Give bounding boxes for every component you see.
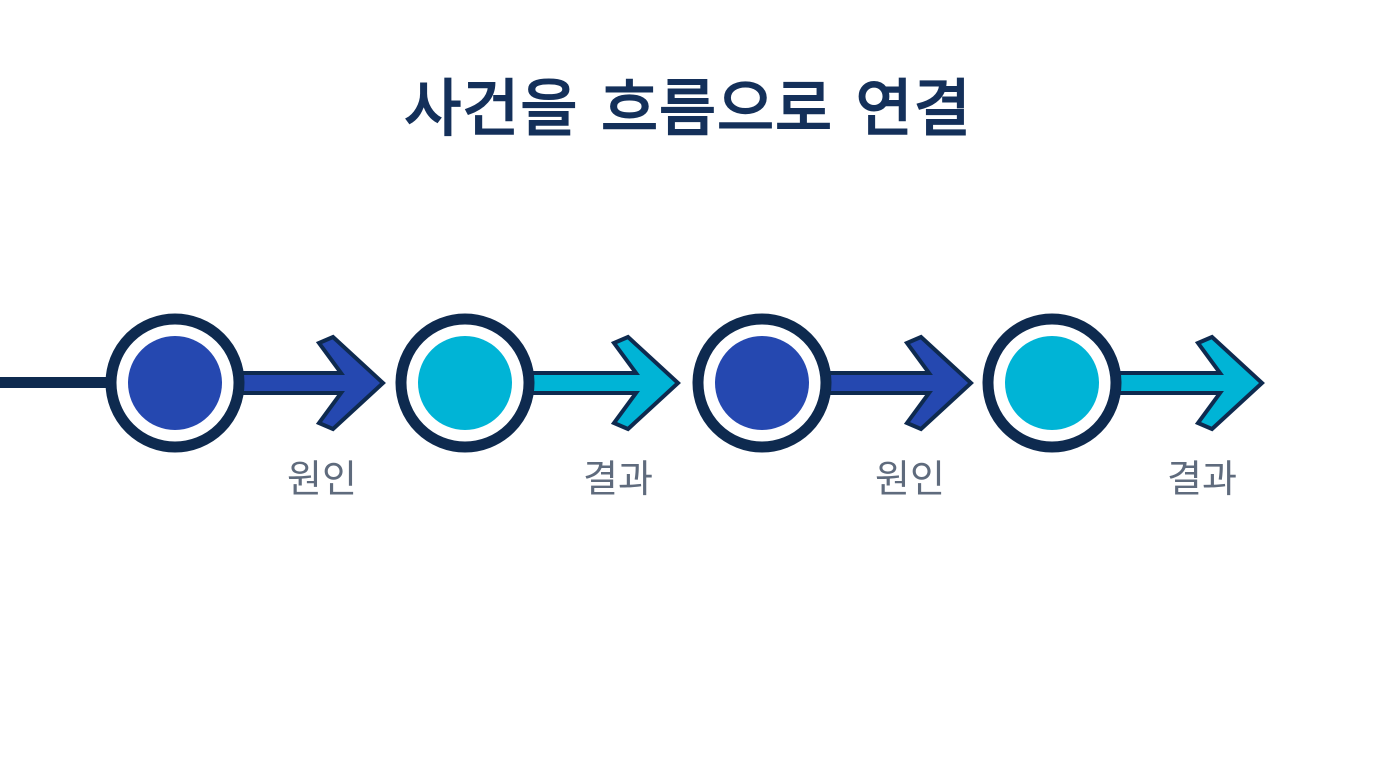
flow-arrow: [529, 334, 681, 432]
flow-arrow: [1116, 334, 1265, 432]
flow-step: 원인: [692, 313, 974, 501]
node-dot: [715, 336, 809, 430]
step-label: 결과: [1167, 457, 1237, 501]
flow-step: 결과: [982, 313, 1265, 501]
flow-arrow: [826, 334, 974, 432]
step-label: 원인: [287, 457, 357, 501]
node-dot: [128, 336, 222, 430]
lead-in-line: [0, 377, 112, 388]
flow-arrow: [239, 334, 386, 432]
step-label: 결과: [583, 457, 653, 501]
page-title: 사건을 흐름으로 연결: [404, 72, 972, 145]
flow-step: 결과: [395, 313, 681, 501]
node-dot: [418, 336, 512, 430]
flow-step: 원인: [105, 313, 386, 501]
node-dot: [1005, 336, 1099, 430]
step-label: 원인: [875, 457, 945, 501]
